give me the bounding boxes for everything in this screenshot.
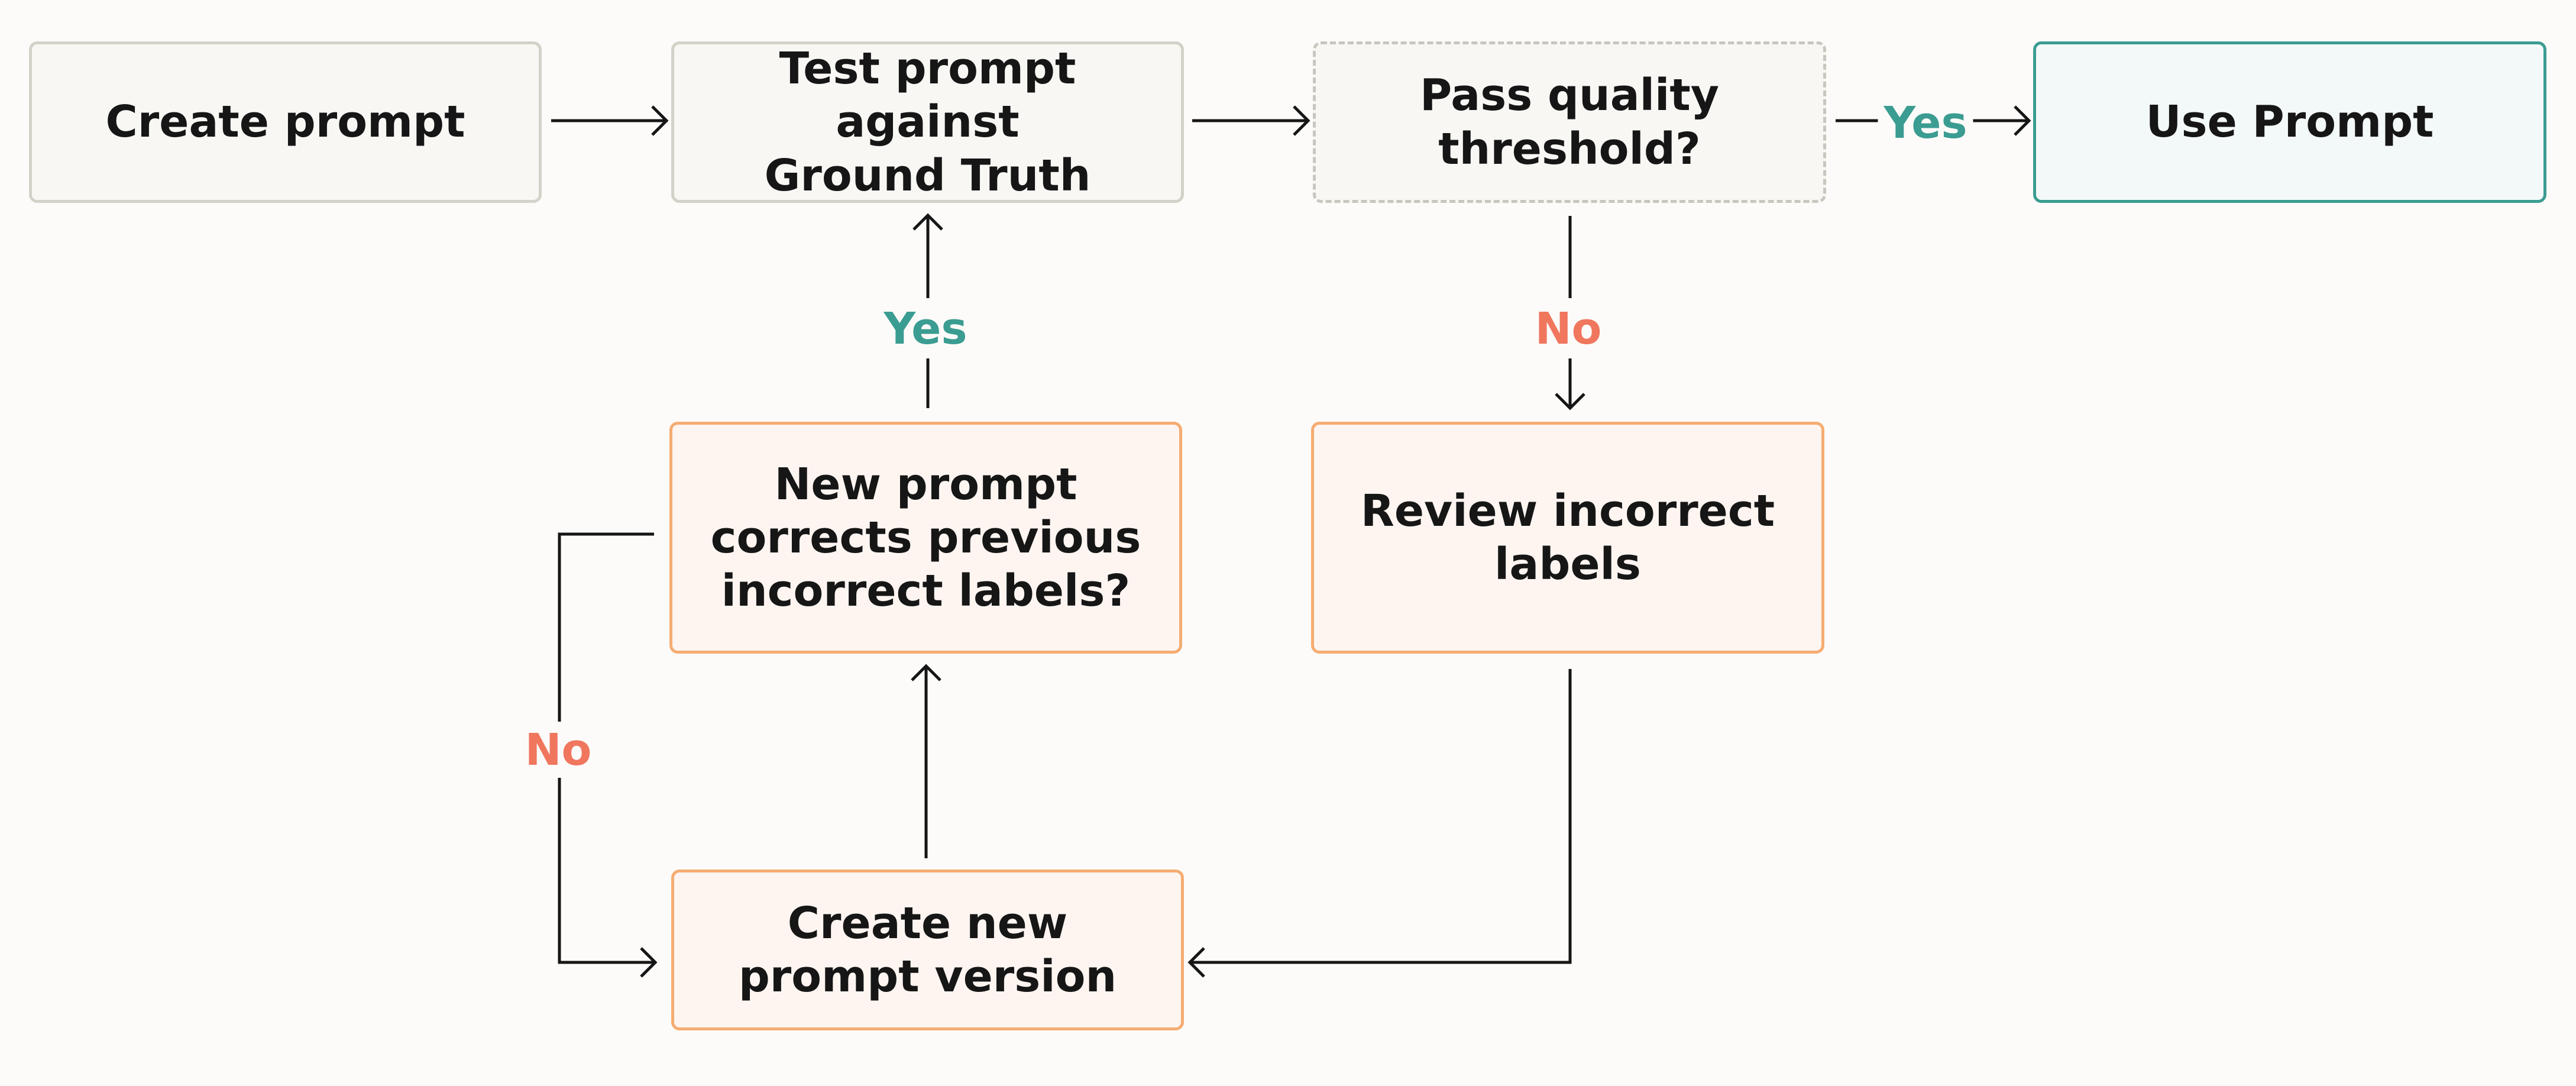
edge-label-corrects-yes: Yes	[878, 307, 973, 351]
arrowhead-corrects-to-test	[912, 213, 943, 231]
node-create-new-version: Create new prompt version	[671, 870, 1184, 1030]
node-review-labels: Review incorrect labels	[1311, 422, 1824, 654]
arrowhead-threshold-to-use	[2014, 105, 2031, 136]
node-use-prompt-label: Use Prompt	[2145, 96, 2434, 148]
node-create-prompt-label: Create prompt	[105, 96, 465, 148]
arrowhead-version-to-corrects	[911, 664, 941, 681]
node-create-new-version-label: Create new prompt version	[738, 897, 1117, 1002]
node-new-prompt-corrects-label: New prompt corrects previous incorrect l…	[710, 458, 1141, 617]
arrowhead-create-to-test	[651, 105, 669, 136]
node-create-prompt: Create prompt	[29, 41, 542, 203]
arrow-review-to-version	[1190, 669, 1572, 964]
node-review-labels-label: Review incorrect labels	[1360, 485, 1775, 590]
edge-label-corrects-no: No	[519, 728, 598, 772]
node-test-prompt: Test prompt against Ground Truth	[671, 41, 1184, 203]
node-pass-threshold: Pass quality threshold?	[1313, 41, 1826, 203]
edge-label-threshold-yes: Yes	[1878, 101, 1973, 145]
edge-label-threshold-no: No	[1529, 307, 1608, 351]
arrowhead-review-to-version	[1187, 947, 1205, 978]
node-pass-threshold-label: Pass quality threshold?	[1420, 70, 1719, 174]
node-new-prompt-corrects: New prompt corrects previous incorrect l…	[669, 422, 1182, 654]
arrowhead-threshold-to-review	[1555, 393, 1585, 411]
arrowhead-test-to-threshold	[1293, 105, 1310, 136]
node-use-prompt: Use Prompt	[2033, 41, 2546, 203]
arrow-corrects-to-version-top	[558, 532, 654, 722]
arrowhead-corrects-to-version	[640, 947, 658, 978]
arrow-corrects-to-version-bottom	[558, 778, 655, 964]
node-test-prompt-label: Test prompt against Ground Truth	[764, 43, 1091, 201]
